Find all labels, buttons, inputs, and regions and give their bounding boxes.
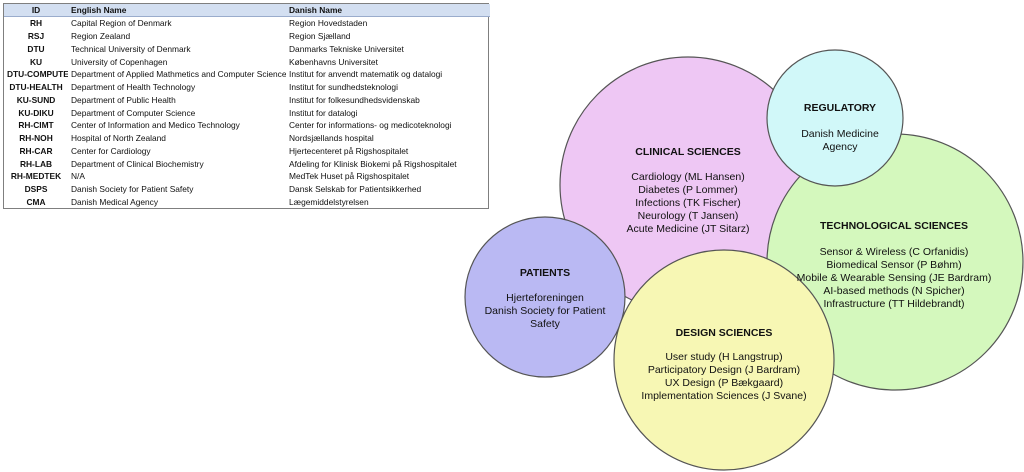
clinical-member: Diabetes (P Lommer) <box>638 184 738 196</box>
row-id: DTU-COMPUTE <box>7 69 68 80</box>
row-english-name: Department of Health Technology <box>71 82 196 93</box>
row-danish-name: Region Sjælland <box>289 31 351 42</box>
row-danish-name: Institut for folkesundhedsvidenskab <box>289 94 420 105</box>
row-id: RH-CIMT <box>18 120 54 131</box>
patients-member: Danish Society for Patient <box>485 305 606 317</box>
row-id: RH-MEDTEK <box>10 171 62 182</box>
technological-member: Sensor & Wireless (C Orfanidis) <box>820 246 969 258</box>
row-danish-name: Center for informations- og medicoteknol… <box>289 120 452 131</box>
regulatory-member: Agency <box>822 141 858 153</box>
row-english-name: Capital Region of Denmark <box>71 18 172 29</box>
row-id: KU-DIKU <box>18 107 54 118</box>
table-header-row: ID English Name Danish Name <box>4 4 490 17</box>
header-english-name: English Name <box>71 5 127 15</box>
header-id: ID <box>31 5 41 15</box>
row-english-name: Department of Applied Mathmetics and Com… <box>71 69 286 80</box>
clinical-sciences-members: Cardiology (ML Hansen) Diabetes (P Lomme… <box>627 171 750 235</box>
row-danish-name: Lægemiddelstyrelsen <box>289 196 369 207</box>
patients-member: Safety <box>530 318 561 330</box>
patients-member: Hjerteforeningen <box>506 292 584 304</box>
row-danish-name: Region Hovedstaden <box>289 18 368 29</box>
technological-member: Infrastructure (TT Hildebrandt) <box>823 298 964 310</box>
row-english-name: N/A <box>71 171 85 182</box>
row-english-name: Center of Information and Medico Technol… <box>71 120 240 131</box>
row-danish-name: MedTek Huset på Rigshospitalet <box>289 171 410 182</box>
abbreviation-table: ID English Name Danish Name RH Capital Re… <box>3 3 490 210</box>
design-member: User study (H Langstrup) <box>665 351 782 363</box>
row-danish-name: Institut for sundhedsteknologi <box>289 82 398 93</box>
row-english-name: Department of Public Health <box>71 94 176 105</box>
row-danish-name: Hjertecenteret på Rigshospitalet <box>289 145 409 156</box>
row-id: RH-LAB <box>19 158 53 169</box>
technological-sciences-title: TECHNOLOGICAL SCIENCES <box>820 220 968 232</box>
design-sciences-title: DESIGN SCIENCES <box>676 327 773 339</box>
table-body: RH Capital Region of Denmark Region Hoveds… <box>4 17 490 209</box>
header-danish-name: Danish Name <box>289 5 343 15</box>
row-id: DTU <box>27 43 45 54</box>
row-id: KU <box>29 56 43 67</box>
row-english-name: Department of Clinical Biochemistry <box>71 158 204 169</box>
patients-circle <box>464 216 626 378</box>
table-row: DSPS Danish Society for Patient Safety Dan… <box>4 183 490 196</box>
clinical-member: Infections (TK Fischer) <box>635 197 741 209</box>
row-english-name: Region Zealand <box>71 31 131 42</box>
clinical-sciences-title: CLINICAL SCIENCES <box>635 146 740 158</box>
patients-title: PATIENTS <box>520 267 570 279</box>
row-id: KU-SUND <box>16 94 56 105</box>
row-english-name: Danish Medical Agency <box>71 196 159 207</box>
row-id: DTU-HEALTH <box>9 82 63 93</box>
design-member: UX Design (P Bækgaard) <box>665 377 783 389</box>
row-danish-name: Institut for anvendt matematik og datalo… <box>289 69 443 80</box>
technological-member: AI-based methods (N Spicher) <box>823 285 964 297</box>
clinical-member: Neurology (T Jansen) <box>638 210 739 222</box>
row-english-name: Technical University of Denmark <box>71 43 191 54</box>
regulatory-title: REGULATORY <box>804 102 876 114</box>
table-row: KU-SUND Department of Public Health Instit… <box>4 94 490 107</box>
row-danish-name: Københavns Universitet <box>289 56 378 67</box>
row-id: RH-NOH <box>19 133 53 144</box>
row-english-name: Hospital of North Zealand <box>71 133 166 144</box>
row-danish-name: Institut for datalogi <box>289 107 358 118</box>
row-danish-name: Dansk Selskab for Patientsikkerhed <box>289 184 422 195</box>
row-danish-name: Afdeling for Klinisk Biokemi på Rigshosp… <box>289 158 457 169</box>
table-row: RH-CAR Center for Cardiology Hjertecentere… <box>4 145 490 158</box>
row-english-name: Danish Society for Patient Safety <box>71 184 194 195</box>
row-id: CMA <box>26 196 46 207</box>
clinical-member: Cardiology (ML Hansen) <box>631 171 744 183</box>
row-english-name: Center for Cardiology <box>71 145 151 156</box>
table-row: RH-MEDTEK N/A MedTek Huset på Rigshospital… <box>4 170 490 183</box>
table-row: CMA Danish Medical Agency Lægemiddelstyrel… <box>4 196 490 209</box>
table-row: RH Capital Region of Denmark Region Hoveds… <box>4 17 490 30</box>
row-english-name: University of Copenhagen <box>71 56 168 67</box>
table-row: KU-DIKU Department of Computer Science Ins… <box>4 106 490 119</box>
table-row: RH-CIMT Center of Information and Medico … <box>4 119 490 132</box>
row-id: RSJ <box>27 31 45 42</box>
regulatory-member: Danish Medicine <box>801 128 879 140</box>
table-row: RH-LAB Department of Clinical Biochemistr… <box>4 157 490 170</box>
row-danish-name: Nordsjællands hospital <box>289 133 374 144</box>
regulatory-circle <box>766 49 904 187</box>
row-english-name: Department of Computer Science <box>71 107 196 118</box>
technological-member: Mobile & Wearable Sensing (JE Bardram) <box>797 272 992 284</box>
row-id: RH <box>29 18 43 29</box>
clinical-member: Acute Medicine (JT Sitarz) <box>627 223 750 235</box>
row-danish-name: Danmarks Tekniske Universitet <box>289 43 404 54</box>
design-member: Implementation Sciences (J Svane) <box>641 390 806 402</box>
table-row: RH-NOH Hospital of North Zealand Nordsjæll… <box>4 132 490 145</box>
table-row: DTU-HEALTH Department of Health Technolog… <box>4 81 490 94</box>
technological-member: Biomedical Sensor (P Bøhm) <box>826 259 961 271</box>
row-id: DSPS <box>24 184 48 195</box>
table-row: KU University of Copenhagen Københavns Uni… <box>4 55 490 68</box>
design-member: Participatory Design (J Bardram) <box>648 364 800 376</box>
table-row: DTU Technical University of Denmark Danmar… <box>4 43 490 56</box>
row-id: RH-CAR <box>19 145 53 156</box>
table-row: RSJ Region Zealand Region Sjælland <box>4 30 490 43</box>
design-sciences-circle <box>613 249 835 471</box>
